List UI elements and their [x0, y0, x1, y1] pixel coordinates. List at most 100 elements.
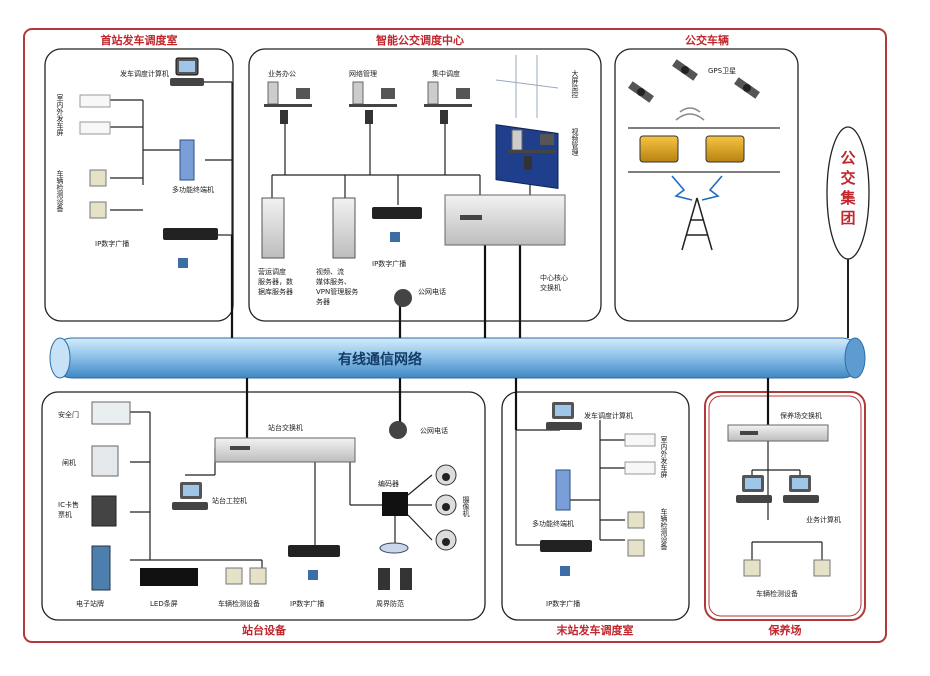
e-sign-icon: [91, 545, 111, 591]
network-mgmt-label: 网络管理: [349, 69, 377, 78]
video-mgmt-label: 视频管理: [571, 127, 579, 156]
platform-devices: [91, 401, 457, 591]
video-workstation-icon: [508, 129, 556, 170]
start-indoor-screen-label: 室内外发车屏: [56, 93, 64, 137]
platform-phone-label: 公网电话: [420, 426, 448, 435]
ops-office-label: 业务办公: [268, 69, 296, 78]
zone-title-platform: 站台设备: [242, 623, 287, 637]
server2-label-3: VPN管理服务: [316, 287, 358, 296]
zone-title-end-station: 末站发车调度室: [556, 623, 634, 637]
satellite-icon: [628, 81, 654, 103]
server2-label-1: 视频、流: [316, 267, 344, 276]
ic-machine-icon: [91, 495, 117, 527]
led-icon: [140, 568, 198, 586]
central-dispatch-label: 集中调度: [432, 69, 460, 78]
end-dispatch-computer-label: 发车调度计算机: [584, 411, 633, 420]
platform-workstation-icon: [172, 482, 208, 510]
e-sign-label: 电子站牌: [76, 599, 104, 608]
bus-icon: [705, 135, 745, 163]
network-label: 有线通信网络: [338, 351, 422, 368]
indoor-screen-icon: [624, 461, 656, 475]
speaker-icon: [178, 258, 188, 268]
encoder-label: 编码器: [378, 479, 399, 488]
platform-workstation-label: 站台工控机: [212, 496, 247, 505]
depot-switch-icon: [727, 424, 829, 442]
start-detector-label: 车辆检测设备: [56, 169, 64, 213]
speaker-icon: [308, 570, 318, 580]
bus-icon: [639, 135, 679, 163]
platform-switch-label: 站台交换机: [268, 423, 303, 432]
indoor-screen-icon: [79, 94, 111, 108]
terminal-icon: [555, 469, 571, 511]
zone-title-depot: 保养场: [768, 623, 802, 637]
end-terminal-label: 多功能终端机: [532, 519, 574, 528]
end-ip-broadcast-label: IP数字广播: [546, 599, 580, 608]
computer-icon: [736, 475, 772, 503]
depot-computer-label: 业务计算机: [806, 515, 841, 524]
core-switch-label-1: 中心核心: [540, 273, 568, 282]
zone-platform: [41, 391, 486, 621]
detector-icon: [627, 511, 645, 529]
platform-detector-label: 车辆检测设备: [218, 599, 260, 608]
detector-icon: [225, 567, 243, 585]
server1-label-3: 据库服务器: [258, 287, 293, 296]
big-screen-label: 大屏监控: [571, 69, 579, 99]
vehicle-devices: [628, 59, 780, 251]
depot-devices: [727, 424, 831, 577]
server2-label-2: 媒体服务、: [316, 277, 351, 286]
workstation-icon: [349, 81, 397, 124]
detector-icon: [813, 559, 831, 577]
safety-door-icon: [91, 401, 131, 425]
alarm-label: 周界防范: [376, 599, 404, 608]
satellite-icon: [672, 59, 698, 81]
safety-door-label: 安全门: [58, 410, 79, 419]
ip-broadcast-icon: [288, 545, 340, 557]
phone-icon: [389, 421, 407, 439]
server2-label-4: 务器: [316, 297, 330, 306]
speaker-icon: [390, 232, 400, 242]
zone-vehicles: [614, 48, 799, 322]
zone-title-start-station: 首站发车调度室: [101, 33, 178, 47]
ip-broadcast-icon: [540, 540, 592, 552]
terminal-icon: [179, 139, 195, 181]
network-pipe: [49, 337, 866, 379]
zone-title-center: 智能公交调度中心: [376, 33, 464, 47]
server1-label-1: 营运调度: [258, 267, 286, 276]
detector-icon: [627, 539, 645, 557]
platform-ip-broadcast-label: IP数字广播: [290, 599, 324, 608]
gate-label: 闸机: [62, 458, 76, 467]
workstation-icon: [424, 81, 472, 124]
tower-icon: [681, 197, 713, 251]
camera-label: 摄像机: [462, 495, 470, 518]
phone-icon: [394, 289, 412, 307]
start-ip-broadcast-label: IP数字广播: [95, 239, 129, 248]
group-label-1: 公: [840, 149, 855, 167]
server1-label-2: 服务器，数: [258, 277, 293, 286]
zone-start-station: [44, 48, 234, 322]
gate-icon: [91, 445, 119, 477]
server-icon: [332, 197, 356, 259]
ip-broadcast-icon: [372, 207, 422, 219]
computer-icon: [783, 475, 819, 503]
led-label: LED条屏: [150, 599, 178, 608]
depot-detector-label: 车辆检测设备: [756, 589, 798, 598]
start-dispatch-computer-label: 发车调度计算机: [120, 69, 169, 78]
ip-broadcast-icon: [163, 228, 218, 240]
dispatch-computer-icon: [170, 57, 204, 86]
server-icon: [261, 197, 285, 259]
ic-machine-label-1: IC卡售: [58, 500, 79, 509]
group-label-2: 交: [840, 169, 855, 187]
indoor-screen-icon: [79, 121, 111, 135]
end-station-devices: [515, 402, 656, 576]
core-switch-label-2: 交换机: [540, 283, 561, 292]
zone-depot-inner: [708, 395, 862, 617]
zone-title-vehicles: 公交车辆: [685, 33, 729, 47]
encoder-icon: [382, 492, 408, 516]
outer-frame: [23, 28, 887, 643]
ic-machine-label-2: 票机: [58, 510, 72, 519]
dispatch-computer-icon: [546, 402, 582, 430]
center-devices: [261, 55, 566, 307]
center-phone-label: 公网电话: [418, 287, 446, 296]
detector-icon: [743, 559, 761, 577]
detector-icon: [249, 567, 267, 585]
